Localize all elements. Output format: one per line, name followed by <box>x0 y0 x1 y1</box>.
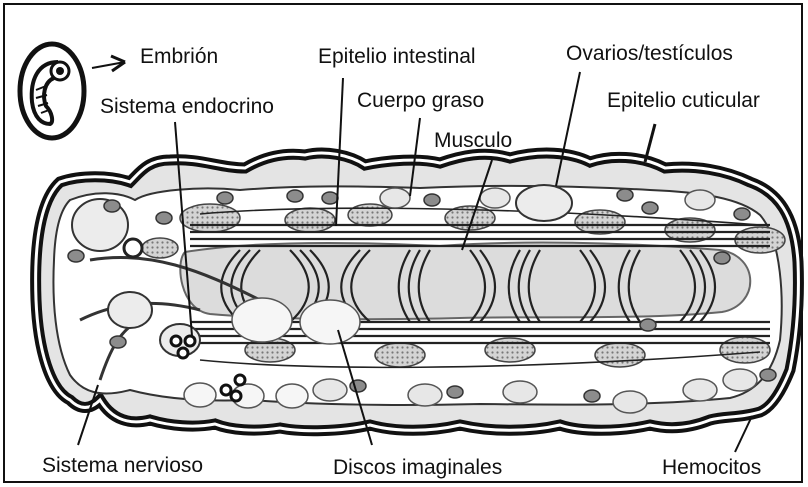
label-endocrine-system: Sistema endocrino <box>100 95 274 118</box>
label-gut-epithelium: Epitelio intestinal <box>318 45 476 68</box>
larva-body <box>36 153 799 431</box>
label-gonads: Ovarios/testículos <box>566 42 733 65</box>
label-nervous-system: Sistema nervioso <box>42 454 203 477</box>
label-cuticular-epithelium: Epitelio cuticular <box>607 89 760 112</box>
label-muscle: Musculo <box>434 129 512 152</box>
label-embryo: Embrión <box>140 45 218 68</box>
label-hemocytes: Hemocitos <box>662 456 761 479</box>
label-fat-body: Cuerpo graso <box>357 89 484 112</box>
label-imaginal-discs: Discos imaginales <box>333 456 502 479</box>
embryo-icon <box>20 44 84 138</box>
